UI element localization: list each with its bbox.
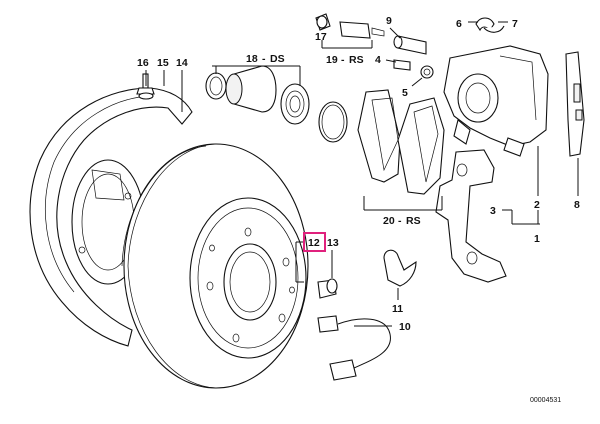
label-dash-19: - (341, 54, 345, 66)
wear-sensor-10[interactable] (317, 315, 391, 381)
dust-boot-18[interactable] (280, 83, 310, 125)
label-dash-20: - (398, 215, 402, 227)
label-part-18: 18 (246, 53, 258, 65)
retaining-ring-18[interactable] (318, 101, 348, 143)
label-part-4: 4 (375, 54, 381, 66)
caliper-carrier-3[interactable] (435, 149, 507, 283)
leader-lines (145, 21, 579, 327)
label-part-8: 8 (574, 199, 580, 211)
label-variant-rs-19: RS (349, 54, 364, 66)
label-part-9: 9 (386, 15, 392, 27)
piston-18[interactable] (225, 65, 277, 113)
label-dash-18: - (262, 53, 266, 65)
wheel-bolt-13[interactable] (317, 278, 338, 299)
guide-sleeve-17[interactable] (315, 13, 331, 31)
cap-5[interactable] (420, 65, 434, 79)
label-part-10: 10 (399, 321, 411, 333)
label-variant-ds: DS (270, 53, 285, 65)
label-part-19: 19 (326, 54, 338, 66)
label-part-12[interactable]: 12 (308, 237, 320, 249)
brake-pad-outer-20[interactable] (357, 89, 401, 183)
label-part-14: 14 (176, 57, 188, 69)
label-part-1: 1 (534, 233, 540, 245)
brake-pad-inner-20[interactable] (397, 97, 445, 195)
label-part-11: 11 (392, 303, 403, 315)
label-part-2: 2 (534, 199, 540, 211)
brake-disc[interactable] (121, 143, 309, 389)
label-part-6: 6 (456, 18, 462, 30)
brake-caliper-2[interactable] (443, 45, 549, 157)
label-part-3: 3 (490, 205, 496, 217)
label-part-15: 15 (157, 57, 169, 69)
bleed-screw-9[interactable] (393, 35, 427, 55)
label-part-20: 20 (383, 215, 395, 227)
seal-ring-18[interactable] (205, 72, 227, 100)
anti-rattle-spring-8[interactable] (565, 51, 585, 157)
label-part-7: 7 (512, 18, 518, 30)
washer-16[interactable] (138, 92, 154, 100)
label-part-5: 5 (402, 87, 408, 99)
diagram-reference-number: 00004531 (530, 397, 561, 404)
label-part-17: 17 (315, 31, 327, 43)
label-part-16: 16 (137, 57, 149, 69)
label-variant-rs-20: RS (406, 215, 421, 227)
highlight-box-part-12[interactable] (303, 232, 326, 252)
part-labels: 16 15 14 18 - DS 17 19 - RS 9 4 5 6 7 20… (137, 15, 580, 333)
clip-7[interactable] (483, 25, 505, 33)
guide-pin-19[interactable] (339, 21, 385, 39)
label-part-13: 13 (327, 237, 339, 249)
screw-4[interactable] (393, 59, 411, 71)
spring-clip-11[interactable] (383, 249, 417, 287)
